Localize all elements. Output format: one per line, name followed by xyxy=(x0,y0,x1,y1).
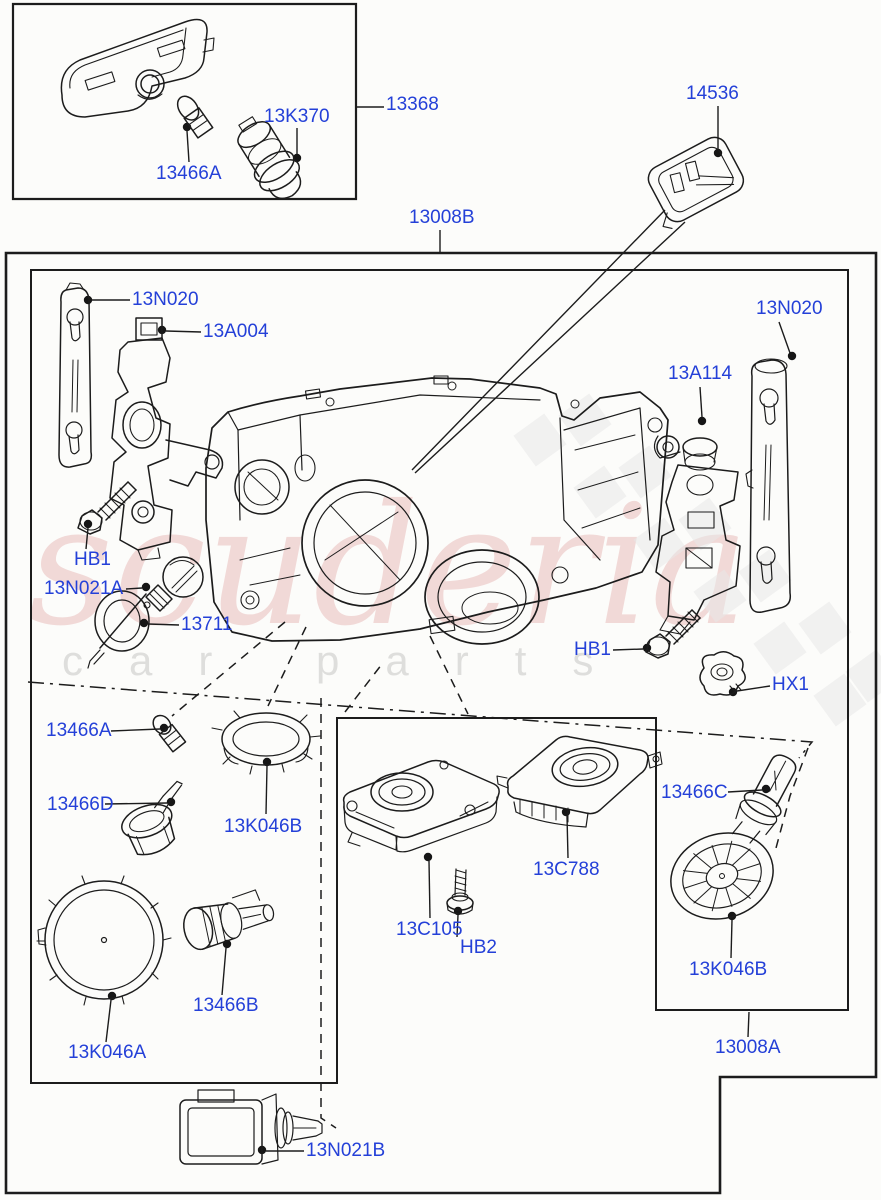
bulb-13466A-drawing xyxy=(152,714,187,753)
part-label-13C105: 13C105 xyxy=(396,919,463,940)
bracket-13A114-drawing xyxy=(653,435,741,635)
part-label-13K046B-left: 13K046B xyxy=(224,816,303,837)
outer-assembly-box xyxy=(4,251,878,1195)
side-repeater-lamp-drawing xyxy=(60,18,215,118)
part-label-HB2: HB2 xyxy=(460,937,497,958)
cap-13K046B-left-drawing xyxy=(211,710,321,775)
part-label-13C788: 13C788 xyxy=(533,859,600,880)
frame-boxes xyxy=(4,2,878,1195)
part-label-HX1: HX1 xyxy=(772,674,809,695)
part-label-13A004: 13A004 xyxy=(203,321,269,342)
bracket-13A004-drawing xyxy=(109,317,224,561)
bulb-holder-13K370-drawing xyxy=(237,116,302,200)
bracket-13N020-left-drawing xyxy=(58,282,93,468)
repeater-lamp-box xyxy=(11,2,358,201)
part-label-13K046A: 13K046A xyxy=(68,1042,147,1063)
part-label-13N021B: 13N021B xyxy=(306,1140,386,1161)
part-label-13008B: 13008B xyxy=(409,207,475,228)
bulb-13N021A-drawing xyxy=(143,556,204,612)
leader-dots xyxy=(83,122,797,1155)
part-label-13466C: 13466C xyxy=(661,782,728,803)
part-label-HB1-right: HB1 xyxy=(574,639,611,660)
nut-HX1-drawing xyxy=(699,651,746,696)
module-13C105-drawing xyxy=(342,759,500,853)
headlamp-assembly-drawing xyxy=(205,375,669,645)
part-label-13K046B-right: 13K046B xyxy=(689,959,768,980)
watermark-car-parts-text: car parts xyxy=(62,637,640,684)
inner-assembly-box xyxy=(30,269,849,1084)
module-13C788-drawing xyxy=(496,735,663,828)
bolt-HB1-left-drawing xyxy=(77,481,137,535)
part-label-13N020-right: 13N020 xyxy=(756,298,823,319)
ring-13711-drawing xyxy=(87,590,150,669)
part-label-13368: 13368 xyxy=(386,94,439,115)
part-label-13466A: 13466A xyxy=(46,720,112,741)
bulb-13466D-drawing xyxy=(121,780,183,856)
bulb-13466C-drawing xyxy=(731,754,797,844)
part-label-13008A: 13008A xyxy=(715,1037,781,1058)
part-label-14536: 14536 xyxy=(686,83,739,104)
part-label-13N021A: 13N021A xyxy=(44,578,124,599)
clip-14536-drawing xyxy=(647,136,745,229)
bolt-HB1-right-drawing xyxy=(645,609,701,659)
checkered-flag-watermark xyxy=(513,393,881,727)
part-label-13466B: 13466B xyxy=(193,995,259,1016)
bulb-13N021B-drawing xyxy=(179,1089,323,1165)
part-label-13N020-left: 13N020 xyxy=(132,289,199,310)
cap-13K046B-right-drawing xyxy=(670,832,774,920)
leader-lines xyxy=(85,106,791,1152)
part-label-13466D: 13466D xyxy=(47,794,114,815)
bracket-13N020-right-drawing xyxy=(745,358,792,613)
part-label-13466A-top: 13466A xyxy=(156,163,222,184)
cap-13K046A-drawing xyxy=(36,875,172,1006)
screw-HB2-drawing xyxy=(446,868,474,915)
bulb-13466A-top-drawing xyxy=(176,95,214,139)
part-label-13A114: 13A114 xyxy=(668,363,733,384)
part-label-13711: 13711 xyxy=(181,614,233,635)
part-label-HB1-left: HB1 xyxy=(74,549,111,570)
bulb-13466B-drawing xyxy=(183,889,275,951)
projection-lines xyxy=(27,621,814,1129)
part-label-13K370: 13K370 xyxy=(264,106,330,127)
